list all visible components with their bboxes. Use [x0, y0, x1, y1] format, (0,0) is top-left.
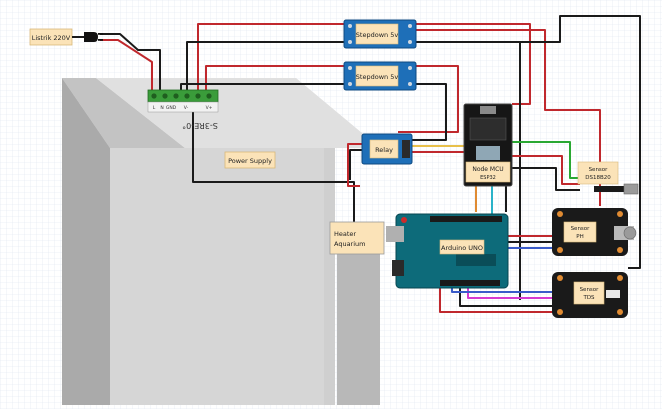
- wire-psu-stepdown2-black: [180, 83, 346, 92]
- wire-right-black-outer: [520, 15, 641, 269]
- heater-column: [337, 254, 380, 405]
- wire-psu-stepdown1-black: [186, 41, 346, 92]
- heater-label-line2: Aquarium: [334, 240, 366, 248]
- stepdown-module-2: Stepdown 5v: [343, 61, 417, 91]
- psu-model-text: S-3RE-0°: [182, 121, 218, 130]
- power-supply-label-box: [224, 151, 276, 169]
- heater-label-box: [329, 221, 385, 255]
- arduino-uno-board: Arduino UNO: [386, 213, 509, 289]
- mains-input: Listrik 220V: [29, 28, 103, 46]
- ph-sensor: Sensor PH: [552, 208, 637, 256]
- ph-label-line1: Sensor: [571, 226, 591, 232]
- arduino-label: Arduino UNO: [441, 244, 483, 252]
- ds18-label-line2: DS18B20: [585, 175, 611, 181]
- wire-right-red-top: [414, 29, 601, 206]
- wire-psu-heater: [192, 104, 355, 222]
- wire-relay-red: [347, 143, 366, 187]
- nodemcu-label-line1: Node MCU: [472, 166, 503, 173]
- wire-stepdown2-out-red: [398, 65, 459, 133]
- power-supply-label: Power Supply: [228, 157, 272, 165]
- wire-mcu-ds18-red: [512, 155, 580, 185]
- wire-relay-heater: [349, 149, 366, 180]
- tds-label-line2: TDS: [582, 295, 595, 301]
- wire-stepdown2-out-black: [412, 83, 447, 141]
- terminal-label-0: L: [153, 105, 156, 111]
- wire-psu-stepdown1-red: [197, 23, 346, 92]
- wire-mains-black: [100, 33, 161, 92]
- plug-pin-1: [98, 33, 103, 35]
- ds18-label-line1: Sensor: [589, 167, 609, 173]
- nodemcu-board: Node MCU ESP32: [463, 103, 513, 187]
- nodemcu-label-line2: ESP32: [480, 175, 496, 181]
- tds-label-line1: Sensor: [580, 287, 600, 293]
- wire-arduino-tds-blue: [451, 288, 556, 293]
- heater-label-line1: Heater: [334, 230, 356, 238]
- stepdown-module-1: Stepdown 5v: [343, 19, 417, 49]
- terminal-label-3: V-: [184, 105, 189, 111]
- mains-label: Listrik 220V: [32, 34, 71, 42]
- terminal-label-1: N: [160, 105, 163, 111]
- psu-terminal-block: L N GND V- V+: [147, 89, 219, 113]
- relay-label: Relay: [375, 146, 393, 154]
- plug-icon: [84, 32, 98, 42]
- wire-arduino-tds-black: [459, 288, 556, 307]
- wire-mains-red: [100, 39, 153, 92]
- terminal-label-2: GND: [166, 105, 177, 111]
- stepdown-1-label: Stepdown 5v: [356, 31, 399, 39]
- plug-pin-2: [98, 39, 103, 41]
- wire-mcu-ds18-green: [512, 141, 580, 179]
- ph-label-line2: PH: [576, 234, 583, 240]
- stepdown-2-label: Stepdown 5v: [356, 73, 399, 81]
- wire-mcu-ds18-black: [512, 167, 580, 191]
- tds-sensor: Sensor TDS: [552, 272, 628, 318]
- relay-module: Relay: [361, 133, 413, 165]
- ds18b20-sensor: Sensor DS18B20: [577, 161, 639, 195]
- terminal-label-5: V+: [206, 105, 213, 111]
